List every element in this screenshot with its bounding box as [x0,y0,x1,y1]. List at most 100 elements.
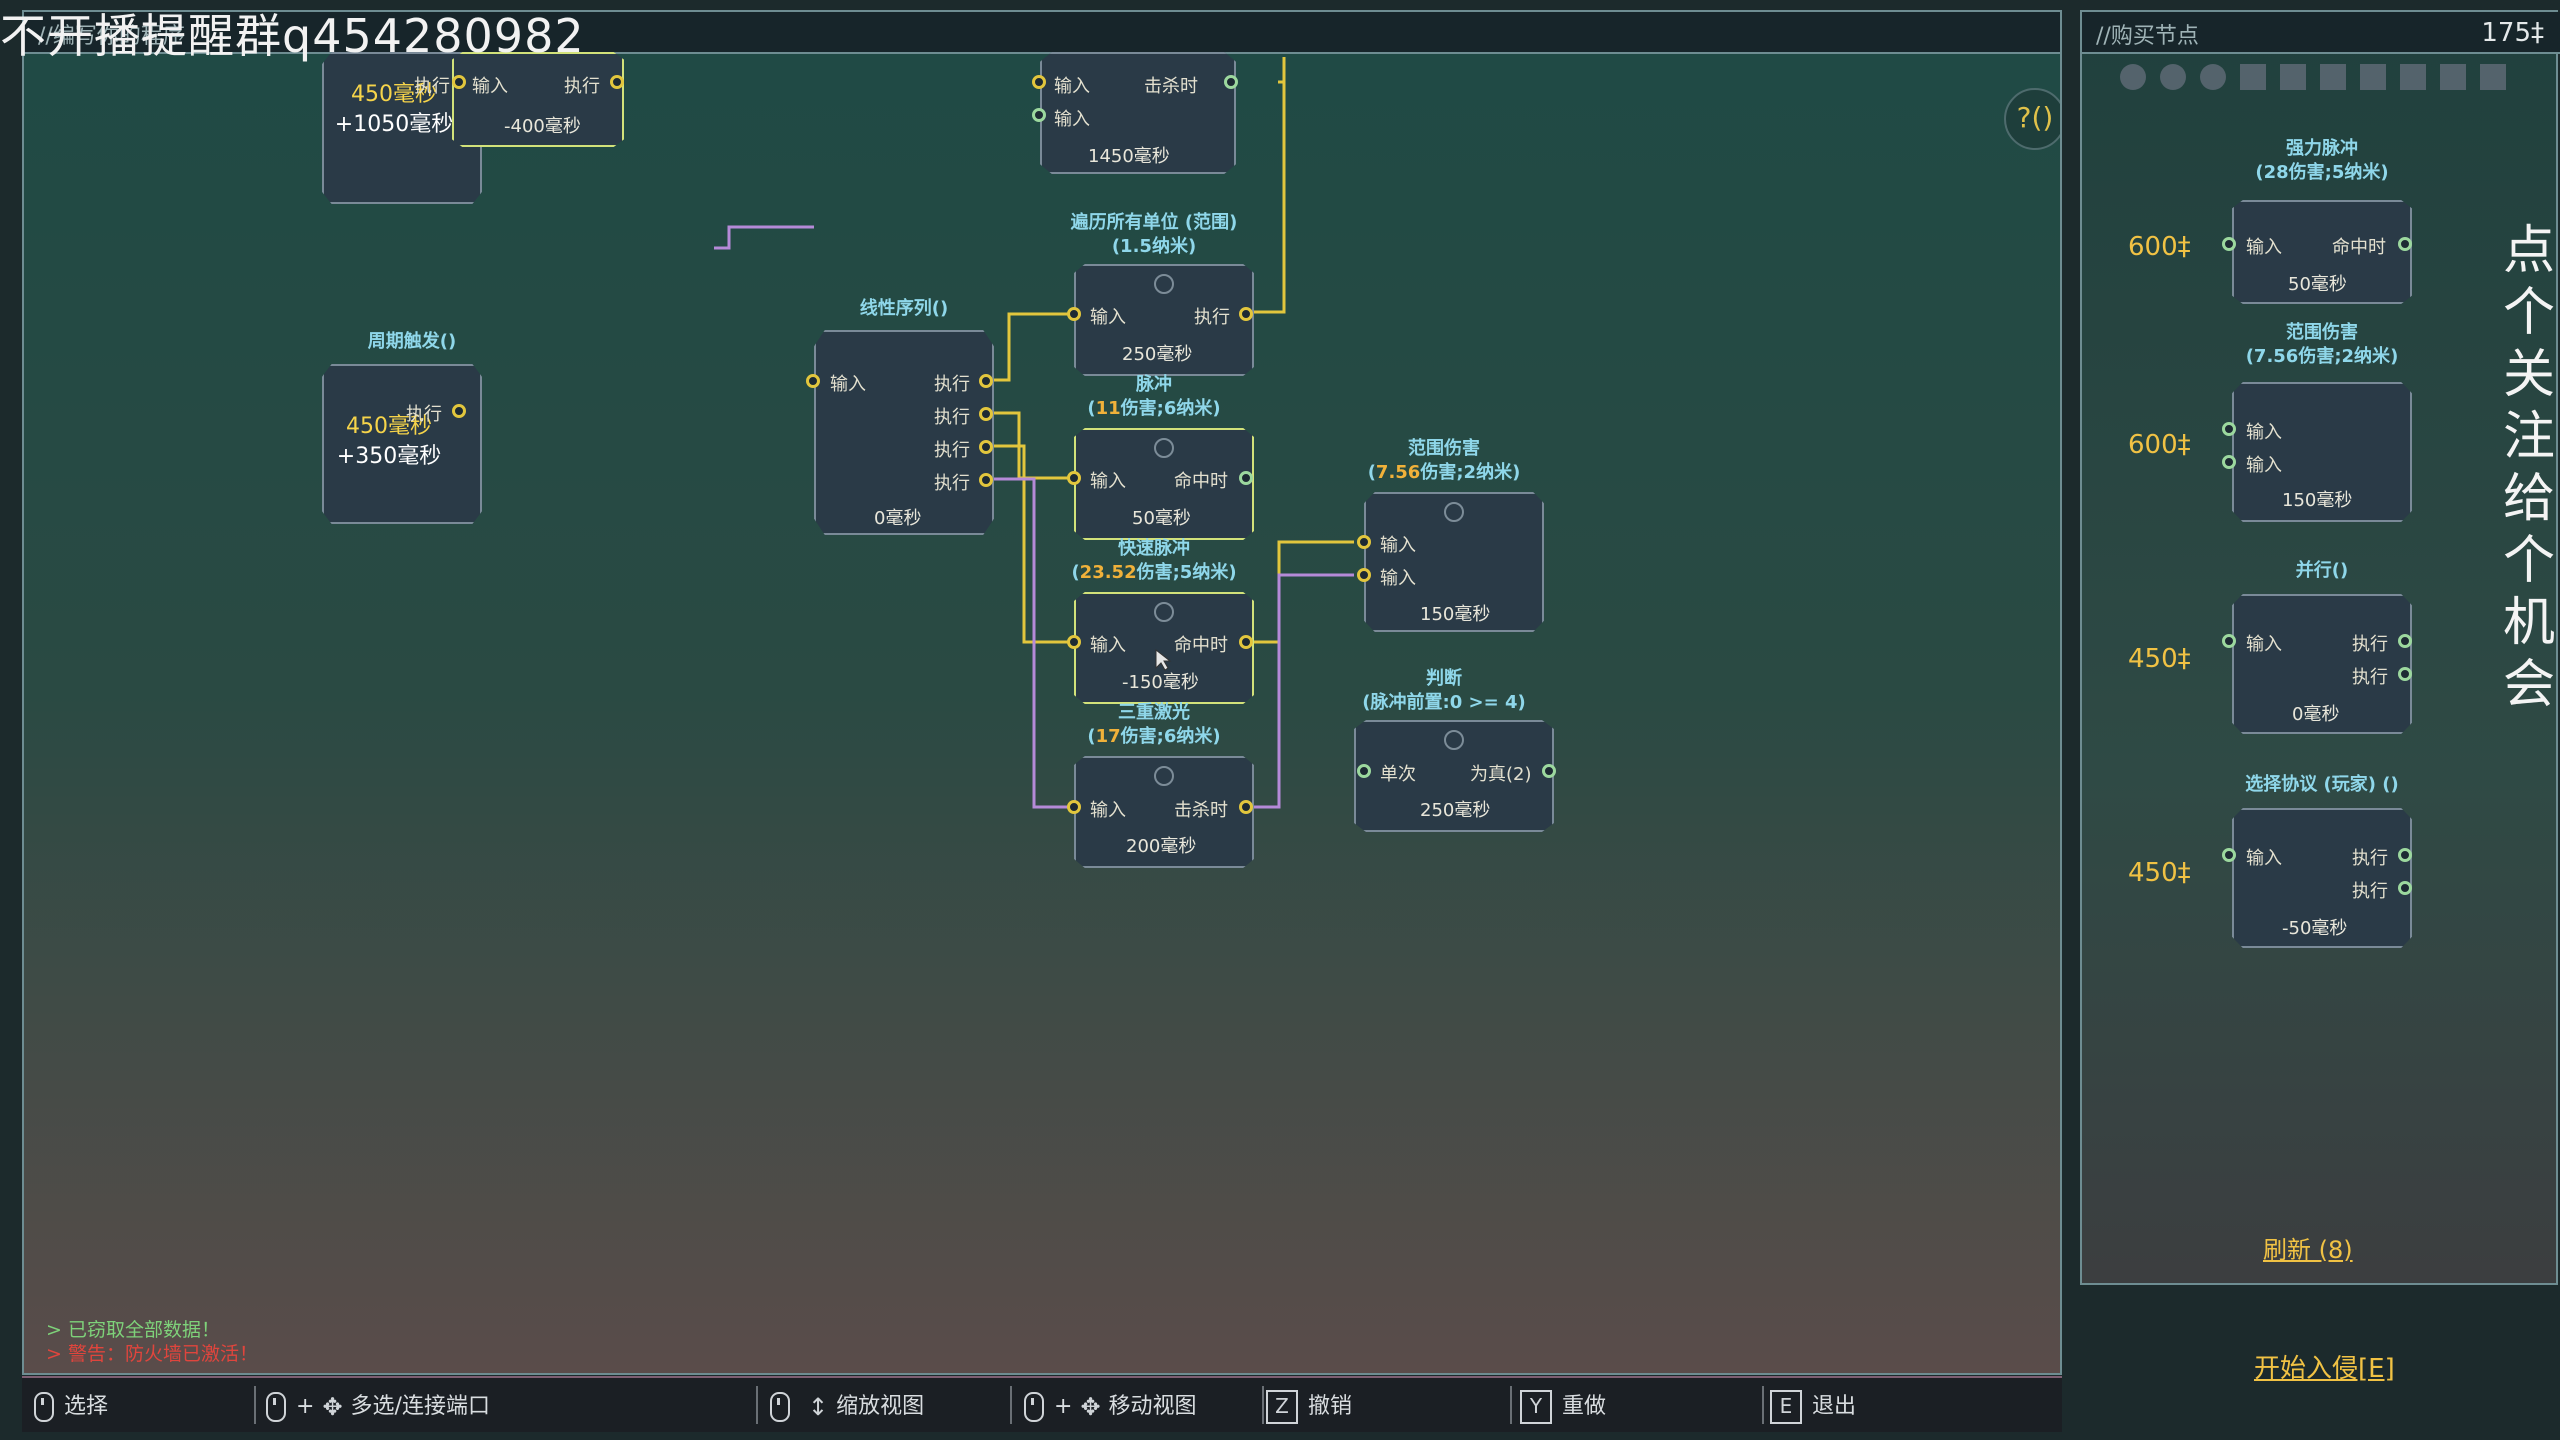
shop-item-2-stats: (7.56伤害;2纳米) [2245,346,2399,367]
mouse-icon [770,1392,790,1422]
shop-item-4-out1-port [2398,848,2412,862]
control-select: 选择 [34,1388,108,1422]
top-right-in2-label: 输入 [1054,109,1090,130]
shop-panel: //购买节点 175‡ 强力脉冲 (28伤害;5纳米) 600‡ 输入 命中时 … [2080,10,2560,1285]
top-mid-time: -400毫秒 [504,116,581,137]
shop-item-2-node[interactable] [2232,382,2412,522]
area-dmg-in2-label: 输入 [1380,568,1416,589]
linear-out1-port[interactable] [979,374,993,388]
area-dmg-stats: (7.56伤害;2纳米) [1367,462,1521,483]
top-right-in1-port[interactable] [1032,75,1046,89]
fast-pulse-in-label: 输入 [1090,635,1126,656]
exit-key: E [1770,1390,1802,1424]
slot-icon [2240,64,2266,90]
pulse-out-label: 命中时 [1174,471,1228,492]
judge-out-label: 为真(2) [1470,764,1532,785]
top-mid-out-label: 执行 [564,76,600,97]
linear-out3-port[interactable] [979,440,993,454]
node-top-right[interactable] [1040,52,1236,174]
pulse-out-port[interactable] [1239,471,1253,485]
editor-title: //编写你的程序 [38,24,185,49]
shop-item-4-out2-label: 执行 [2352,881,2388,902]
log-line-success: > 已窃取全部数据！ [46,1319,220,1341]
judge-out-port[interactable] [1542,764,1556,778]
shop-item-3-out2-port [2398,667,2412,681]
linear-sequence-node[interactable] [814,330,994,535]
shop-item-2-title: 范围伤害 [2286,322,2358,343]
control-multiselect: +✥多选/连接端口 [266,1388,490,1422]
shop-item-3-out1-port [2398,634,2412,648]
pulse-in-port[interactable] [1067,471,1081,485]
linear-out4-label: 执行 [934,473,970,494]
shop-item-3-price: 450‡ [2128,644,2191,674]
shop-item-2-time: 150毫秒 [2282,490,2353,511]
wire-killtop [1246,57,1286,314]
fast-pulse-time: -150毫秒 [1122,672,1199,693]
triple-laser-title: 三重激光 [1118,702,1190,723]
refresh-shop-button[interactable]: 刷新 (8) [2263,1236,2353,1264]
target-icon[interactable] [2160,64,2186,90]
start-intrusion-button[interactable]: 开始入侵[E] [2254,1354,2395,1384]
event-log: > 已窃取全部数据！ > 警告：防火墙已激活！ [46,1318,258,1366]
linear-out4-port[interactable] [979,473,993,487]
linear-out2-port[interactable] [979,407,993,421]
fast-pulse-out-port[interactable] [1239,635,1253,649]
area-dmg-in1-port[interactable] [1357,535,1371,549]
shop-item-3-out1-label: 执行 [2352,634,2388,655]
top-right-in2-port[interactable] [1032,108,1046,122]
triple-laser-time: 200毫秒 [1126,836,1197,857]
iterate-stats: (1.5纳米) [1111,236,1197,257]
slot-icon [2440,64,2466,90]
help-button[interactable]: ?() [2004,88,2060,150]
shop-item-1-out-port [2398,237,2412,251]
iterate-out-port[interactable] [1239,307,1253,321]
node-top-mid[interactable] [452,52,624,147]
shop-item-3-node[interactable] [2232,594,2412,734]
top-right-out-label: 击杀时 [1144,76,1198,97]
shop-item-1-node[interactable] [2232,200,2412,304]
linear-out3-label: 执行 [934,440,970,461]
iterate-in-port[interactable] [1067,307,1081,321]
shop-item-3-in-port [2222,634,2236,648]
shop-item-4-node[interactable] [2232,808,2412,948]
area-dmg-in2-port[interactable] [1357,568,1371,582]
linear-out2-label: 执行 [934,407,970,428]
log-line-warning: > 警告：防火墙已激活！ [46,1343,258,1365]
program-editor-panel[interactable]: //编写你的程序 450毫秒+1050毫秒 执行 输入 执行 -400毫秒 输入… [22,10,2062,1375]
separator [1510,1386,1512,1424]
shop-item-4-title: 选择协议 (玩家) () [2245,774,2399,795]
top-mid-out-port[interactable] [610,75,624,89]
shop-item-4-out2-port [2398,881,2412,895]
separator [1010,1386,1012,1424]
area-dmg-knob-icon [1444,502,1464,522]
move-arrows-icon: ✥ [322,1393,343,1421]
move-arrows-icon: ✥ [1080,1393,1101,1421]
shop-item-1-time: 50毫秒 [2288,274,2347,295]
refresh-icon[interactable] [2120,64,2146,90]
periodic-out-port[interactable] [452,404,466,418]
iterate-node[interactable] [1074,264,1254,376]
cycle-icon[interactable] [2200,64,2226,90]
shop-item-2-in2-label: 输入 [2246,455,2282,476]
pulse-stats: (11伤害;6纳米) [1087,398,1221,419]
triple-laser-in-label: 输入 [1090,800,1126,821]
top-right-out-port[interactable] [1224,75,1238,89]
triple-laser-in-port[interactable] [1067,800,1081,814]
credits-counter: 175‡ [2481,18,2544,48]
fast-pulse-in-port[interactable] [1067,635,1081,649]
triple-laser-out-port[interactable] [1239,800,1253,814]
periodic-trigger-node[interactable] [322,364,482,524]
control-pan: +✥移动视图 [1024,1388,1197,1422]
linear-in-port[interactable] [806,374,820,388]
shop-item-1-in-port [2222,237,2236,251]
separator [1762,1386,1764,1424]
iterate-knob-icon [1154,274,1174,294]
top-mid-in-port[interactable] [452,75,466,89]
separator [756,1386,758,1424]
judge-in-port[interactable] [1357,764,1371,778]
shop-item-3-in-label: 输入 [2246,634,2282,655]
redo-key: Y [1520,1390,1552,1424]
